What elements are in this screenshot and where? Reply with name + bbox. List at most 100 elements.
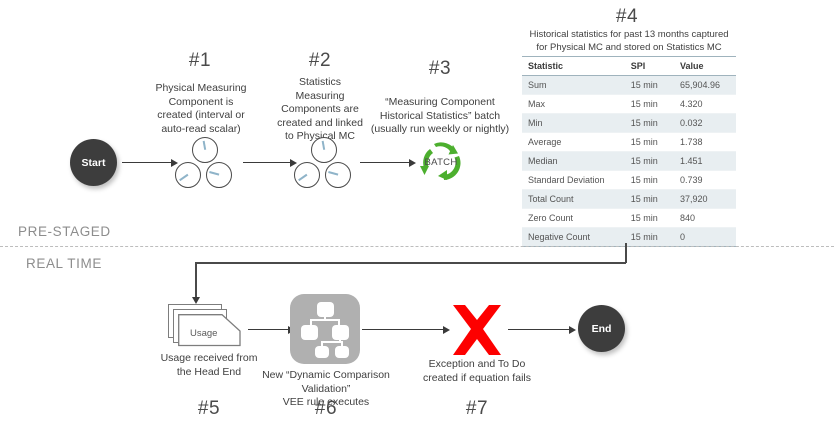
step-number-5: #5: [197, 398, 221, 419]
table-title: Historical statistics for past 13 months…: [515, 29, 743, 54]
table-row: Max 15 min 4.320: [522, 94, 736, 114]
cell-statistic: Total Count: [522, 189, 625, 209]
table-row: Sum 15 min 65,904.96: [522, 75, 736, 95]
vee-link-icon: [310, 319, 312, 327]
cell-statistic: Standard Deviation: [522, 170, 625, 190]
vee-link-icon: [341, 341, 343, 347]
arrow-step2-to-step3: [360, 162, 410, 164]
cell-statistic: Average: [522, 132, 625, 152]
table-row: Standard Deviation 15 min 0.739: [522, 170, 736, 190]
cell-statistic: Min: [522, 113, 625, 133]
statistics-table: Statistic SPI Value Sum 15 min 65,904.96…: [522, 56, 736, 247]
dial-left-icon: [294, 162, 320, 188]
statistics-mc-meter-icon: [294, 137, 352, 192]
arrow-head-icon: [192, 297, 200, 304]
stats-table: Statistic SPI Value Sum 15 min 65,904.96…: [522, 56, 736, 247]
dial-top-icon: [311, 137, 337, 163]
connector-vertical-left: [195, 262, 197, 299]
cell-value: 37,920: [673, 189, 736, 209]
usage-doc-front-icon: [178, 314, 241, 347]
vee-link-icon: [321, 341, 343, 343]
start-node-label: Start: [81, 156, 106, 169]
caption-line: (usually run weekly or nightly): [370, 123, 510, 135]
caption-step-6: New “Dynamic Comparison Validation” VEE …: [242, 369, 410, 410]
caption-step-7: Exception and To Do created if equation …: [415, 358, 539, 385]
step-number-2: #2: [308, 50, 332, 71]
batch-icon: BATCH: [414, 136, 468, 188]
vee-node-bottom-right-icon: [335, 346, 349, 358]
table-row: Min 15 min 0.032: [522, 113, 736, 133]
cell-spi: 15 min: [624, 170, 674, 190]
cell-spi: 15 min: [624, 151, 674, 171]
table-row: Zero Count 15 min 840: [522, 208, 736, 228]
caption-line: Components are: [281, 103, 359, 115]
end-node-label: End: [591, 322, 612, 335]
end-node: End: [578, 305, 625, 352]
table-title-line-1: Historical statistics for past 13 months…: [529, 29, 729, 40]
caption-line: the Head End: [176, 365, 242, 378]
vee-node-top-icon: [317, 302, 334, 317]
cell-spi: 15 min: [624, 94, 674, 114]
batch-recycle-icon: [420, 142, 461, 180]
cell-spi: 15 min: [624, 113, 674, 133]
vee-link-icon: [321, 341, 323, 347]
cell-spi: 15 min: [624, 227, 674, 247]
cell-statistic: Negative Count: [522, 227, 625, 247]
caption-line: Usage received from: [160, 352, 258, 364]
cell-spi: 15 min: [624, 189, 674, 209]
dial-right-icon: [325, 162, 351, 188]
cell-spi: 15 min: [624, 132, 674, 152]
cell-value: 65,904.96: [673, 75, 736, 95]
caption-line: created and linked: [277, 116, 363, 129]
cell-statistic: Sum: [522, 75, 625, 95]
caption-line: Historical Statistics” batch: [379, 109, 501, 122]
table-header-row: Statistic SPI Value: [522, 56, 736, 76]
arrow-head-icon: [290, 158, 297, 167]
arrow-step5-to-step6: [248, 329, 290, 331]
table-row: Negative Count 15 min 0: [522, 227, 736, 247]
caption-line: auto-read scalar): [161, 122, 241, 135]
connector-horizontal: [195, 262, 626, 264]
arrow-head-icon: [569, 325, 576, 334]
caption-line: Physical Measuring: [155, 82, 247, 94]
step-number-7: #7: [465, 398, 489, 419]
connector-vertical-right: [625, 243, 627, 263]
cell-statistic: Max: [522, 94, 625, 114]
column-header-statistic: Statistic: [522, 56, 625, 76]
column-header-spi: SPI: [624, 56, 674, 76]
caption-line: New “Dynamic Comparison Validation”: [262, 369, 390, 395]
batch-label: BATCH: [424, 156, 458, 168]
physical-mc-meter-icon: [175, 137, 233, 192]
arrow-head-icon: [443, 325, 450, 334]
step-number-1: #1: [188, 50, 212, 71]
error-x-icon: [448, 302, 506, 358]
arrow-step1-to-step2: [243, 162, 291, 164]
dial-left-icon: [175, 162, 201, 188]
dial-top-icon: [192, 137, 218, 163]
table-row: Total Count 15 min 37,920: [522, 189, 736, 209]
caption-step-2: Statistics Measuring Components are crea…: [272, 76, 368, 144]
arrow-start-to-step1: [122, 162, 172, 164]
table-row: Median 15 min 1.451: [522, 151, 736, 171]
band-divider: [0, 246, 834, 247]
arrow-step7-to-end: [508, 329, 570, 331]
caption-step-1: Physical Measuring Component is created …: [150, 82, 252, 136]
cell-spi: 15 min: [624, 208, 674, 228]
caption-step-3: “Measuring Component Historical Statisti…: [364, 96, 516, 137]
vee-link-icon: [339, 338, 341, 343]
cell-value: 0.032: [673, 113, 736, 133]
band-label-pre-staged: PRE-STAGED: [18, 224, 111, 239]
caption-line: Statistics: [298, 76, 341, 88]
cell-value: 0.739: [673, 170, 736, 190]
vee-node-bottom-left-icon: [315, 346, 329, 358]
table-row: Average 15 min 1.738: [522, 132, 736, 152]
cell-value: 0: [673, 227, 736, 247]
cell-value: 840: [673, 208, 736, 228]
arrow-head-icon: [171, 158, 178, 167]
cell-value: 1.738: [673, 132, 736, 152]
caption-line: Measuring: [295, 89, 345, 102]
vee-node-right-icon: [332, 325, 349, 340]
start-node: Start: [70, 139, 117, 186]
vee-link-icon: [310, 319, 340, 321]
